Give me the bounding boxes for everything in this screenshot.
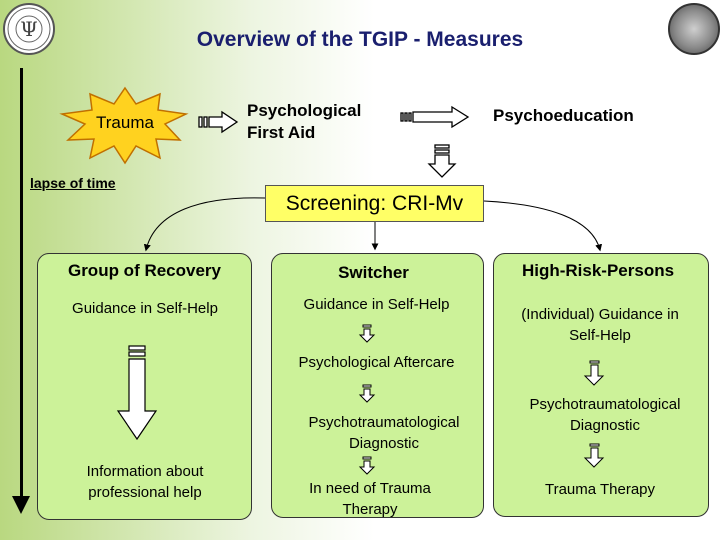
panel-item: Trauma Therapy xyxy=(544,481,656,498)
panel-item: Guidance in Self-Help xyxy=(303,296,450,313)
page-title: Overview of the TGIP - Measures xyxy=(196,28,524,51)
psychoeducation-label: Psychoeducation xyxy=(493,106,634,125)
panel-title: Switcher xyxy=(338,263,409,282)
timeline-axis xyxy=(20,68,23,500)
timeline-label: lapse of time xyxy=(30,175,116,191)
svg-text:Ψ: Ψ xyxy=(20,17,38,41)
university-logo-left: Ψ xyxy=(3,3,55,55)
first-aid-line-2: First Aid xyxy=(247,123,316,142)
panel-item: Psychotraumatological Diagnostic xyxy=(529,396,681,434)
psi-emblem-icon: Ψ xyxy=(7,7,51,51)
panel-item: Psychotraumatological Diagnostic xyxy=(308,414,460,452)
panel-switcher xyxy=(271,253,484,518)
first-aid-label: Psychological First Aid xyxy=(247,100,361,144)
curve-arrow-right xyxy=(483,200,603,252)
screening-box: Screening: CRI-Mv xyxy=(265,185,484,222)
curve-arrow-left xyxy=(143,197,266,252)
panel-title: Group of Recovery xyxy=(67,261,222,280)
block-arrow-right xyxy=(400,105,470,129)
university-seal-right xyxy=(668,3,720,55)
panel-title: High-Risk-Persons xyxy=(521,261,675,280)
panel-item: Guidance in Self-Help xyxy=(72,300,218,317)
panel-item: (Individual) Guidance in Self-Help xyxy=(521,306,679,344)
trauma-label: Trauma xyxy=(96,113,154,132)
panel-item: Psychological Aftercare xyxy=(298,354,455,371)
first-aid-line-1: Psychological xyxy=(247,101,362,120)
block-arrow-right xyxy=(198,110,239,134)
timeline-arrowhead xyxy=(12,496,30,514)
trauma-starburst xyxy=(59,86,189,165)
panel-item: Information about professional help xyxy=(86,463,204,501)
panel-high-risk-persons xyxy=(493,253,709,517)
block-arrow-down xyxy=(427,144,457,178)
panel-item: In need of Trauma Therapy xyxy=(309,480,431,518)
